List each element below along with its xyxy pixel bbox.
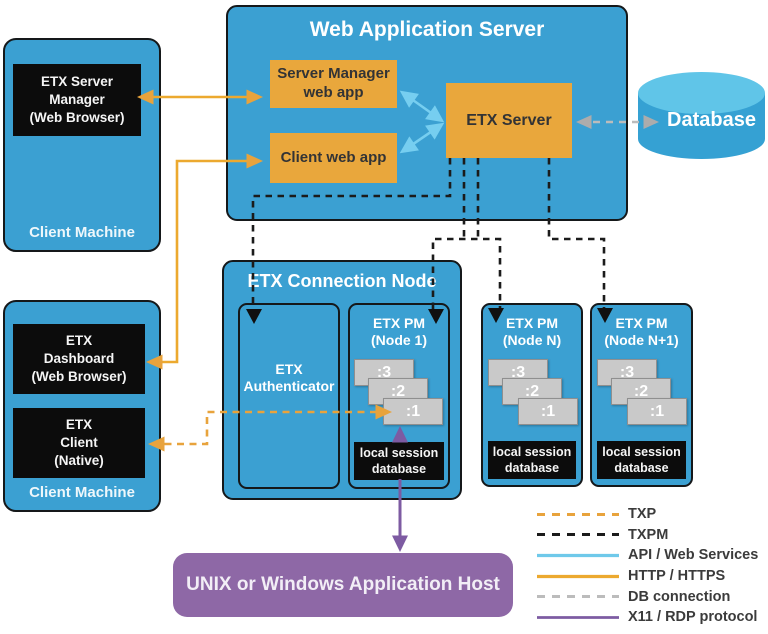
web-application-server-title: Web Application Server <box>309 18 545 41</box>
etx-dashboard-box: ETX Dashboard (Web Browser) <box>13 324 145 394</box>
txp-line-sample <box>537 512 619 516</box>
client-web-app-label: Client web app <box>280 148 387 166</box>
api-line-sample <box>537 553 619 558</box>
local-session-database-box: local session database <box>354 442 444 480</box>
etx-pm-nodeN-box: ETX PM (Node N) :3 :2 :1 local session d… <box>481 303 583 487</box>
triangle-marker-icon <box>597 308 613 323</box>
client-machine-bottom-box: ETX Dashboard (Web Browser) ETX Client (… <box>3 300 161 512</box>
server-manager-web-app-label: Server Manager web app <box>277 65 390 101</box>
etx-client-box: ETX Client (Native) <box>13 408 145 478</box>
server-manager-web-app-box: Server Manager web app <box>270 60 397 108</box>
triangle-marker-icon <box>488 308 504 323</box>
session-box: :1 <box>383 398 443 425</box>
etx-pm-nodeN-label: ETX PM (Node N) <box>502 315 562 348</box>
local-session-database-box: local session database <box>597 441 686 479</box>
unix-windows-host-box: UNIX or Windows Application Host <box>173 553 513 617</box>
etx-pm-node1-label: ETX PM (Node 1) <box>371 315 427 348</box>
etx-server-manager-box: ETX Server Manager (Web Browser) <box>13 64 141 136</box>
legend-row-txp: TXP <box>537 504 768 525</box>
triangle-marker-icon <box>428 309 444 324</box>
etx-pm-nodeN1-label: ETX PM (Node N+1) <box>604 315 679 348</box>
etx-connection-node-title: ETX Connection Node <box>247 271 437 291</box>
session-box: :1 <box>518 398 578 425</box>
client-web-app-box: Client web app <box>270 133 397 183</box>
client-machine-bottom-caption: Client Machine <box>29 484 135 501</box>
etx-authenticator-box: ETX Authenticator <box>238 303 340 489</box>
legend: TXP TXPM API / Web Services HTTP / HTTPS… <box>537 504 768 628</box>
legend-row-http: HTTP / HTTPS <box>537 566 768 587</box>
etx-pm-node1-box: ETX PM (Node 1) :3 :2 :1 local session d… <box>348 303 450 489</box>
triangle-marker-icon <box>246 309 262 324</box>
etx-authenticator-label: ETX Authenticator <box>243 361 335 395</box>
legend-row-db: DB connection <box>537 586 768 607</box>
etx-server-box: ETX Server <box>446 83 572 158</box>
local-session-database-box: local session database <box>488 441 576 479</box>
http-line-sample <box>537 574 619 578</box>
database-cylinder-shape <box>638 72 765 159</box>
x11-line-sample <box>537 615 619 619</box>
legend-row-txpm: TXPM <box>537 525 768 546</box>
etx-server-label: ETX Server <box>466 111 552 129</box>
client-machine-top-caption: Client Machine <box>29 224 135 241</box>
client-machine-top-box: ETX Server Manager (Web Browser) Client … <box>3 38 161 252</box>
session-box: :1 <box>627 398 687 425</box>
database-cylinder: Database <box>636 70 767 162</box>
unix-windows-host-label: UNIX or Windows Application Host <box>186 574 500 595</box>
legend-row-x11: X11 / RDP protocol <box>537 607 768 628</box>
etx-pm-nodeN1-box: ETX PM (Node N+1) :3 :2 :1 local session… <box>590 303 693 487</box>
txpm-line-sample <box>537 533 619 537</box>
database-label: Database <box>667 109 756 131</box>
legend-row-api: API / Web Services <box>537 545 768 566</box>
db-line-sample <box>537 595 619 599</box>
etx-connection-node-box: ETX Connection Node ETX Authenticator ET… <box>222 260 462 500</box>
